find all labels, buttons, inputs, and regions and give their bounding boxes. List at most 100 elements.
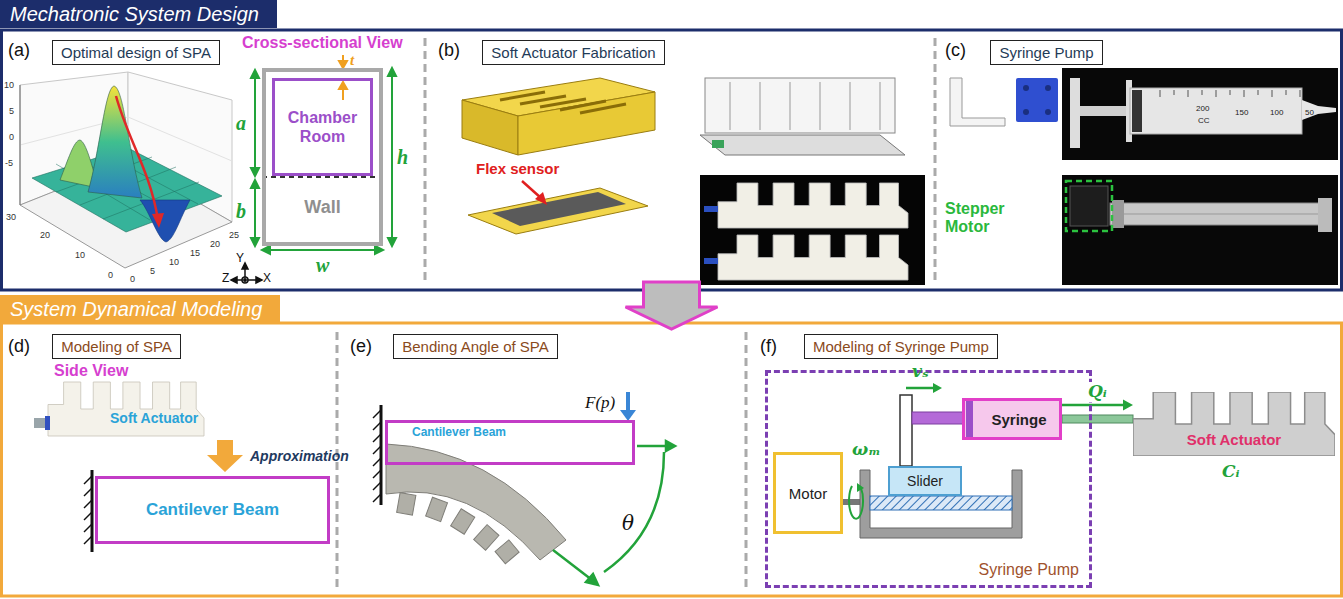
dimension-label: a: [236, 112, 246, 135]
illustration-shape: [1272, 90, 1273, 97]
illustration-shape: [84, 536, 92, 544]
pump-box: Syringe PumpMotorSliderSyringe: [765, 370, 1092, 588]
illustration-shape: [380, 405, 383, 505]
illustration-shape: [386, 444, 566, 560]
illustration-shape: [900, 395, 912, 466]
wall-section: Wall Chamber Room: [262, 68, 383, 246]
illustration-shape: [1258, 90, 1259, 95]
tick-label: 10: [75, 250, 85, 260]
illustration-shape: [500, 92, 626, 113]
dimension-label: w: [316, 254, 329, 277]
callout-label: Soft Actuator: [110, 410, 198, 426]
title-box: Modeling of Syringe Pump: [804, 334, 998, 359]
illustration-shape: [1202, 90, 1203, 95]
syringe-box: Syringe: [962, 398, 1062, 440]
illustration-shape: [231, 263, 262, 283]
illustration-shape: [1286, 90, 1287, 95]
illustration-shape: [880, 82, 881, 130]
beam-box: Cantilever Beam: [95, 476, 330, 544]
symbol-label: Cᵢ: [1222, 462, 1240, 482]
title-box: Modeling of SPA: [52, 334, 181, 359]
node-text: Mechatronic System Design: [0, 0, 277, 28]
illustration-shape: [140, 200, 190, 242]
illustration-shape: [1023, 109, 1029, 115]
illustration-shape: [1216, 90, 1217, 97]
illustration-shape: [373, 405, 381, 505]
tick-label: 0: [108, 270, 113, 280]
node-text: Wall: [266, 197, 379, 218]
illustration-shape: [388, 68, 396, 76]
connector: [626, 282, 718, 329]
node-text: Bending Angle of SPA: [402, 338, 549, 355]
illustration-shape: [870, 496, 1012, 510]
illustration-shape: [1062, 175, 1338, 285]
node-text: Cantilever Beam: [412, 425, 506, 439]
illustration-shape: [251, 180, 259, 188]
illustration-shape: [820, 82, 821, 130]
actuator-shape: Soft Actuator: [1133, 392, 1335, 456]
view-label: Cross-sectional View: [242, 34, 403, 52]
illustration-shape: [339, 61, 347, 68]
illustration-shape: [391, 70, 393, 244]
node-text: Syringe Pump: [979, 561, 1080, 579]
illustration-shape: [2, 323, 1342, 596]
illustration-shape: [242, 277, 248, 283]
node-text: Soft Actuator Fabrication: [491, 44, 655, 61]
node-text: Soft Actuator: [1133, 431, 1335, 448]
illustration-shape: [1016, 78, 1058, 122]
axis-label: Y: [236, 252, 244, 266]
node-text: Syringe Pump: [999, 44, 1093, 61]
pump-photos: [950, 68, 1338, 285]
illustration-shape: [1130, 88, 1302, 134]
chamber-box: Chamber Room: [272, 78, 373, 176]
tick-label: 30: [6, 212, 16, 222]
illustration-shape: [700, 135, 905, 155]
illustration-shape: [586, 574, 598, 585]
illustration-shape: [254, 72, 256, 174]
illustration-shape: [535, 192, 547, 205]
illustration-shape: [1070, 78, 1080, 148]
bending-illustration: [373, 392, 675, 585]
illustration-shape: [373, 458, 381, 466]
illustration-shape: [388, 238, 396, 246]
beam-box: Cantilever Beam: [385, 420, 635, 465]
tick-label: 5: [9, 106, 14, 116]
illustration-shape: [84, 524, 92, 532]
motor-box: Motor: [773, 452, 843, 534]
node-text: Syringe: [991, 411, 1046, 428]
illustration-shape: [373, 434, 381, 442]
illustration-shape: [1160, 90, 1161, 97]
arrowhead: [1123, 400, 1133, 411]
illustration-shape: [1110, 203, 1325, 225]
dashed-separators: [337, 38, 935, 590]
illustration-shape: [912, 412, 968, 424]
edge-label: Qᵢ: [1088, 382, 1107, 402]
symbol-label: vₛ: [912, 362, 929, 382]
view-label: Side View: [54, 362, 128, 380]
illustration-shape: [373, 482, 381, 490]
illustration-shape: [339, 82, 347, 89]
illustration-shape: [1023, 85, 1029, 91]
illustration-shape: [745, 332, 748, 590]
axis-label: Z: [222, 272, 229, 286]
illustration-shape: [730, 82, 731, 130]
block-arrow: [626, 282, 718, 329]
illustration-shape: [718, 183, 908, 228]
scale-number: 100: [1270, 108, 1283, 117]
panel-letter: (a): [8, 40, 30, 61]
illustration-shape: [1244, 90, 1245, 97]
illustration-shape: [1318, 198, 1332, 232]
illustration-shape: [1112, 214, 1322, 215]
illustration-shape: [373, 494, 381, 502]
scale-number: CC: [1198, 116, 1210, 125]
illustration-shape: [553, 550, 592, 580]
illustration-shape: [950, 78, 1005, 126]
illustration-shape: [492, 192, 626, 226]
illustration-shape: [906, 387, 934, 390]
illustration-shape: [424, 38, 427, 284]
illustration-shape: [933, 383, 942, 393]
illustration-shape: [373, 422, 381, 430]
illustration-shape: [1300, 90, 1301, 97]
illustration-shape: [850, 82, 851, 130]
illustration-shape: [84, 488, 92, 496]
